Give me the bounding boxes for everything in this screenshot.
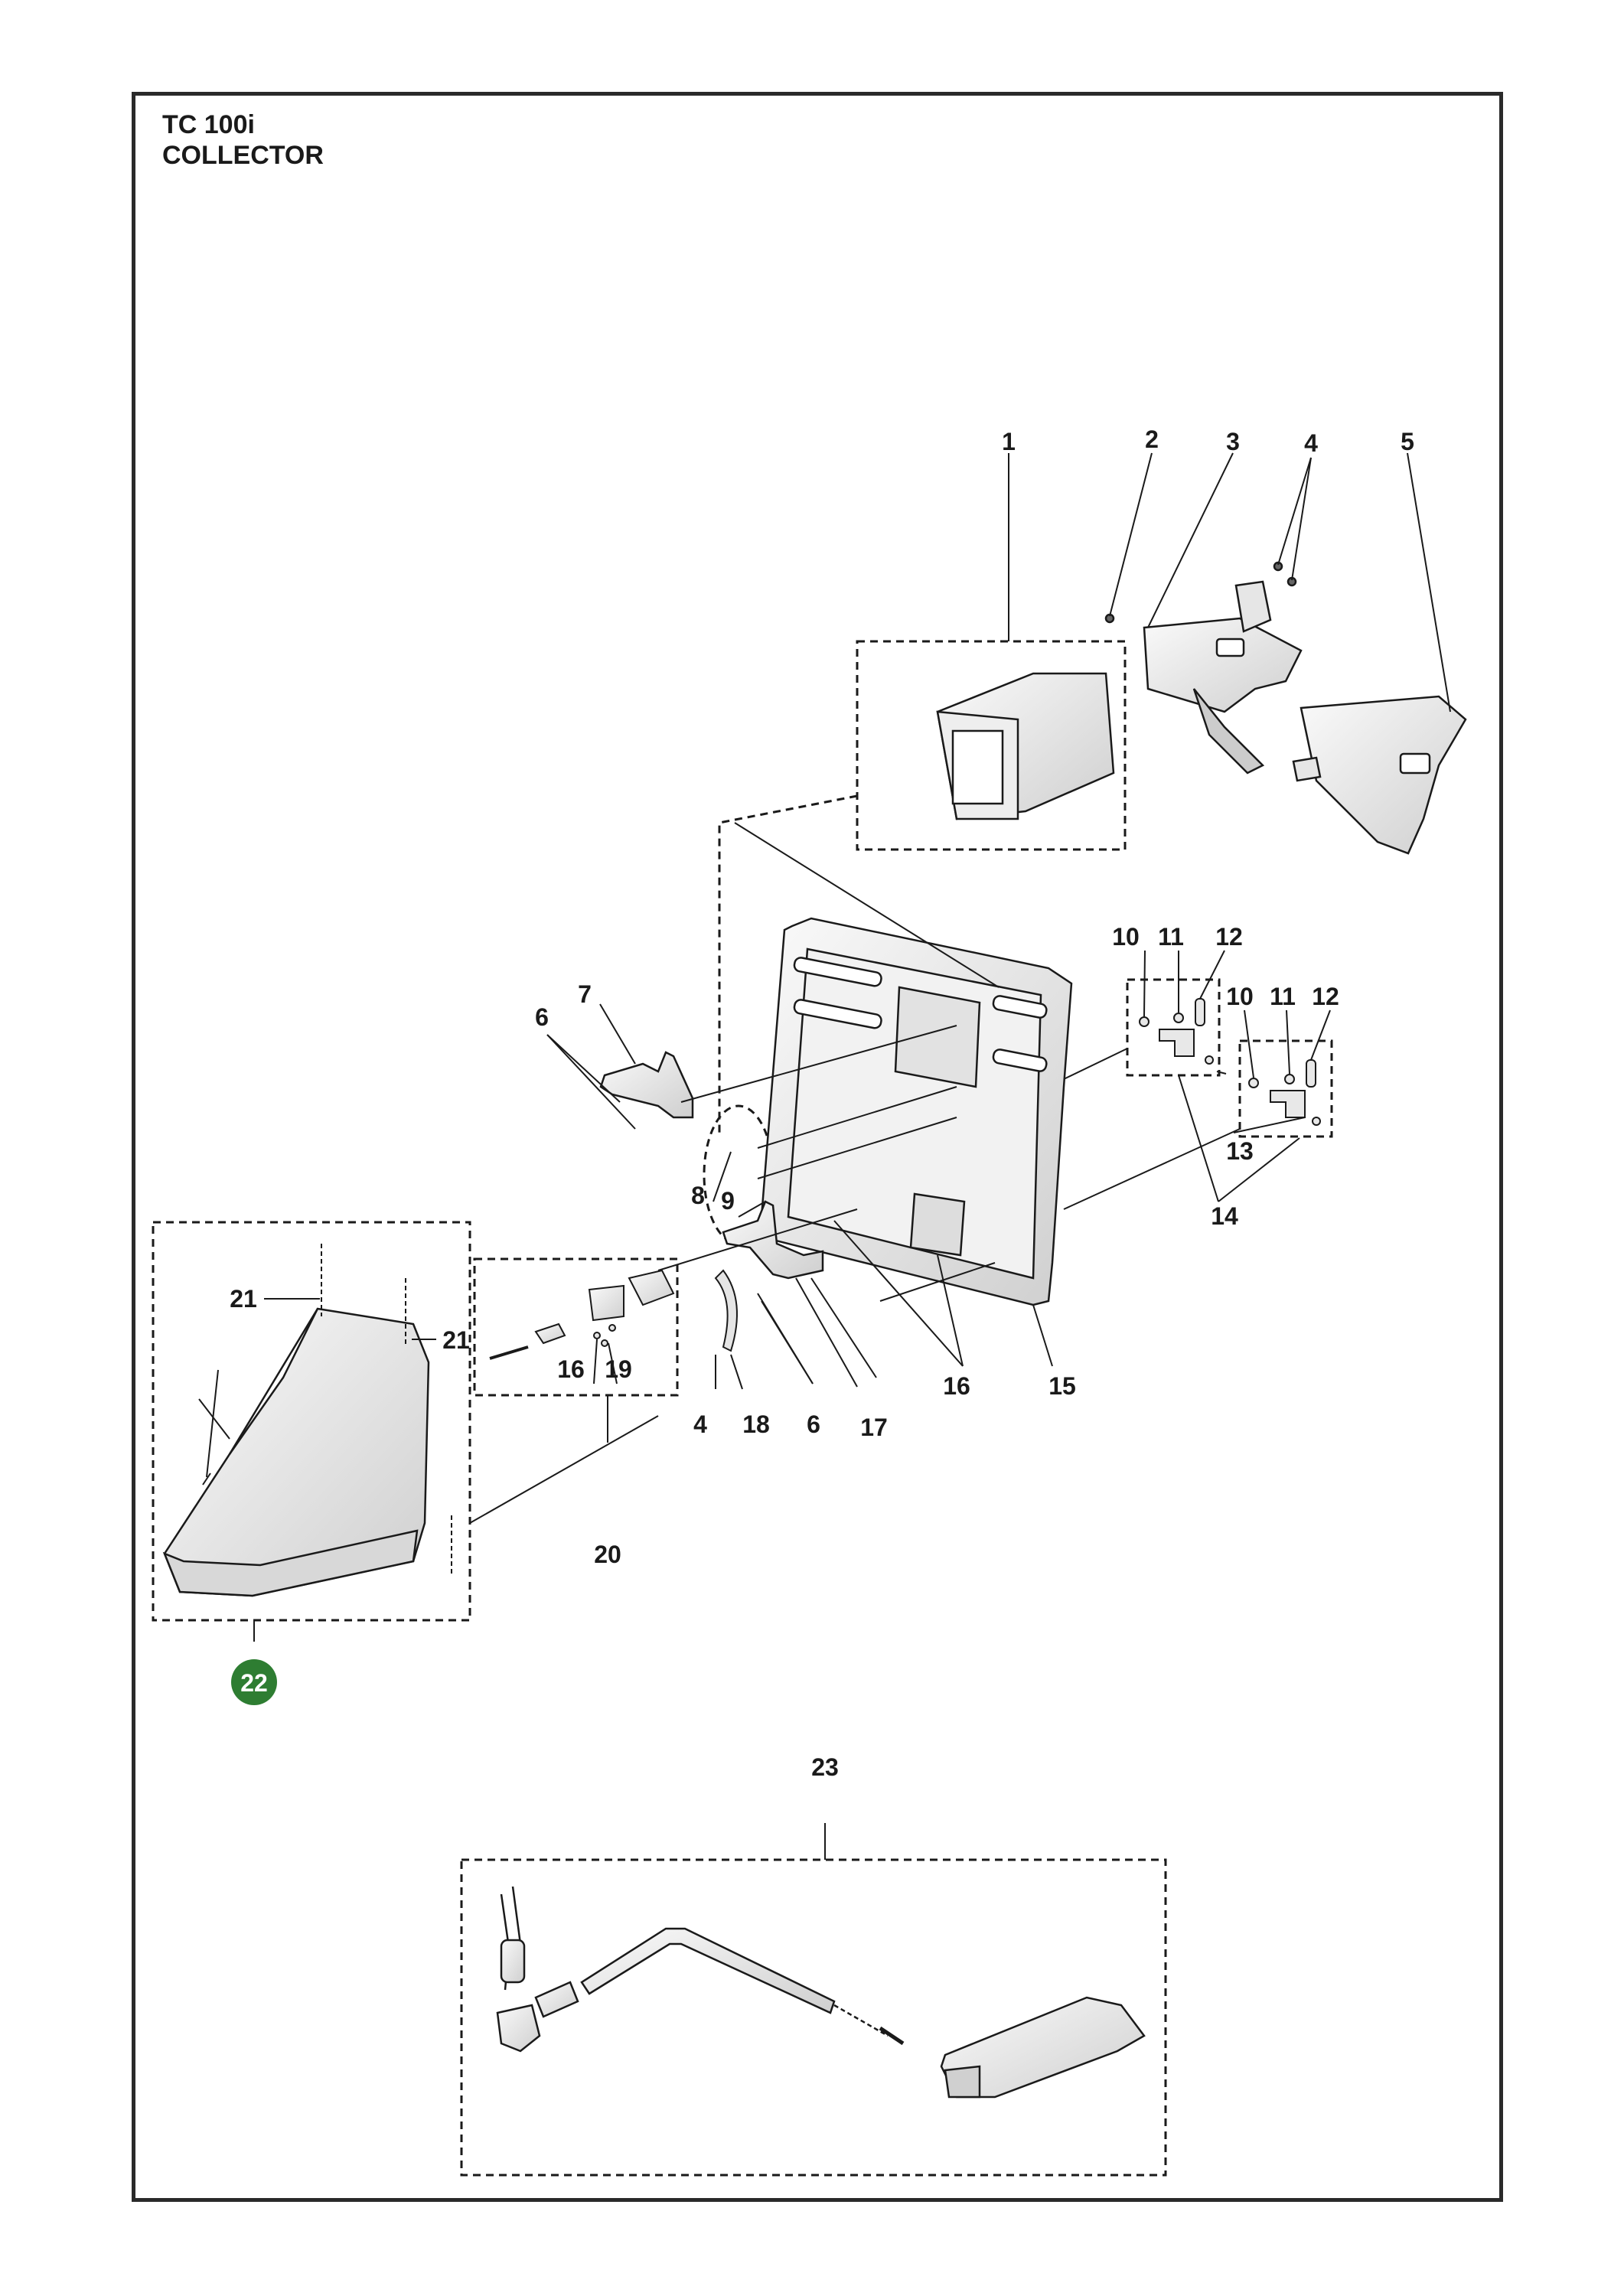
model-title: TC 100i: [162, 110, 255, 139]
callout-23: 23: [811, 1753, 839, 1781]
handle-assembly-part: [496, 1886, 1146, 2099]
latch-assembly-part: [489, 1269, 675, 1360]
callout-1: 1: [1002, 428, 1016, 455]
callout-12: 12: [1215, 923, 1243, 951]
lever-part: [714, 1269, 738, 1352]
callout-9: 9: [721, 1187, 735, 1215]
callout-2: 2: [1145, 426, 1159, 453]
callout-4: 4: [1304, 429, 1318, 457]
callout-10: 10: [1226, 983, 1254, 1010]
callout-10: 10: [1112, 923, 1140, 951]
badge-circle: [231, 1659, 277, 1705]
chute-guard-assembly: [1104, 561, 1467, 855]
spring-bracket-assembly-a: [1139, 998, 1214, 1065]
callout-16: 16: [557, 1355, 585, 1383]
group-box-part-14b: [1238, 1039, 1333, 1138]
back-panel-part: [760, 917, 1073, 1306]
group-box-part-22: [152, 1221, 471, 1622]
section-title: COLLECTOR: [162, 141, 324, 170]
callout-21: 21: [230, 1285, 257, 1313]
group-box-part-23: [460, 1858, 1167, 2177]
callout-14: 14: [1211, 1202, 1238, 1230]
callout-17: 17: [860, 1414, 888, 1441]
callout-19: 19: [605, 1355, 632, 1383]
spring-bracket-assembly-b: [1248, 1059, 1321, 1126]
callout-3: 3: [1226, 428, 1240, 455]
callout-21: 21: [442, 1326, 470, 1354]
callout-6: 6: [535, 1003, 549, 1031]
callout-13: 13: [1226, 1137, 1254, 1165]
callout-20: 20: [594, 1541, 621, 1568]
chute-tube-part: [936, 672, 1115, 820]
group-box-part-1: [856, 640, 1127, 851]
badge-label: 22: [240, 1669, 268, 1697]
leader-lines: [198, 452, 1451, 1860]
callout-11: 11: [1158, 923, 1184, 951]
group-box-part-14a: [1126, 978, 1221, 1077]
grass-collector-bag-part: [162, 1244, 452, 1597]
callout-15: 15: [1048, 1372, 1076, 1400]
callout-4: 4: [693, 1411, 707, 1438]
callout-7: 7: [578, 980, 592, 1008]
callout-16: 16: [943, 1372, 970, 1400]
callout-12: 12: [1312, 983, 1339, 1010]
callout-11: 11: [1270, 983, 1296, 1010]
drawing-frame: [132, 92, 1503, 2202]
callout-6: 6: [807, 1411, 820, 1438]
callout-5: 5: [1401, 428, 1414, 455]
callout-8: 8: [691, 1182, 705, 1209]
callout-18: 18: [742, 1411, 770, 1438]
part-22-badge: 22: [231, 1659, 277, 1705]
callout-labels: 1 2 3 4 5 10 11 12 10 11 12 7 6 13 14 8 …: [230, 426, 1414, 1781]
